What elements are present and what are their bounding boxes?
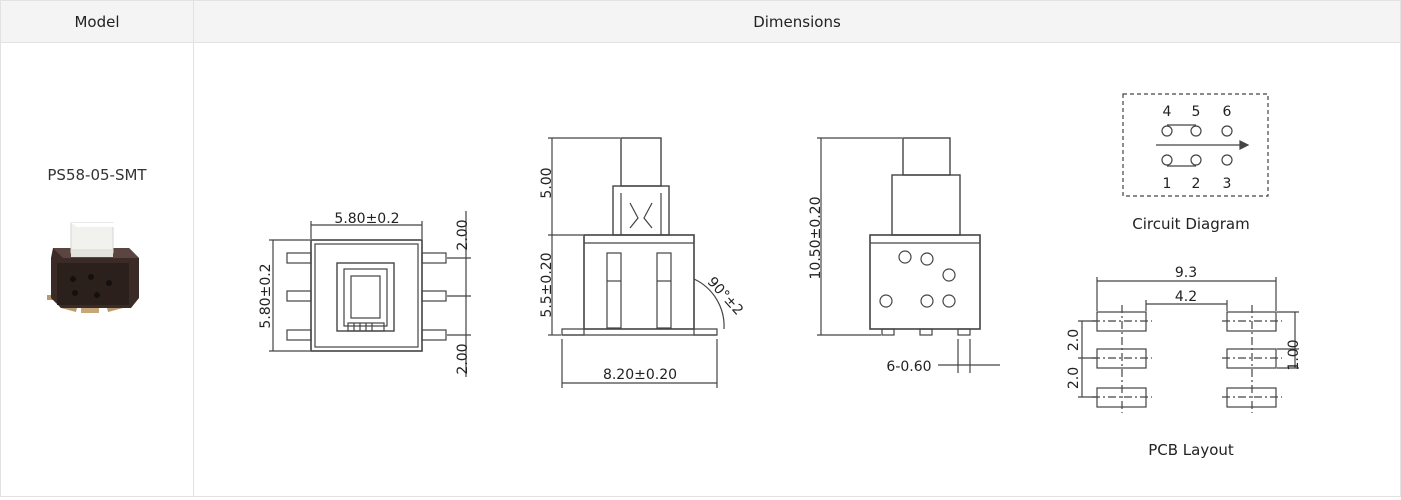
dimensions-column-header: Dimensions (194, 1, 1400, 43)
front-view-angle-label: 90°±2 (704, 274, 746, 318)
top-view-top-pitch: 2.00 (455, 219, 471, 250)
pcb-pitch-bottom: 2.0 (1066, 367, 1082, 389)
front-view-stem-height: 5.00 (539, 167, 555, 198)
side-view-drawing (817, 137, 1000, 373)
dimensions-cell: 5.80±0.2 5.80±0.2 2.00 2.00 (194, 43, 1400, 496)
side-view-pin-label: 6-0.60 (886, 359, 931, 375)
model-name: PS58-05-SMT (47, 166, 147, 184)
front-view-drawing (548, 137, 725, 388)
pcb-width-outer: 9.3 (1175, 265, 1197, 281)
pcb-layout-title: PCB Layout (1148, 441, 1234, 459)
circuit-pin-2: 2 (1192, 176, 1201, 192)
model-cell: PS58-05-SMT (1, 43, 194, 496)
top-view-drawing (269, 211, 471, 377)
circuit-diagram-title: Circuit Diagram (1132, 215, 1249, 233)
pcb-layout (1078, 277, 1299, 413)
circuit-pin-5: 5 (1192, 104, 1201, 120)
pcb-pad-height: 1.00 (1286, 339, 1302, 370)
model-column-header: Model (1, 1, 194, 43)
top-view-height-label: 5.80±0.2 (258, 263, 274, 328)
circuit-pin-6: 6 (1223, 104, 1232, 120)
product-photo (47, 222, 139, 313)
pcb-pitch-top: 2.0 (1066, 329, 1082, 351)
front-view-body-height: 5.5±0.20 (539, 252, 555, 317)
circuit-pin-3: 3 (1223, 176, 1232, 192)
side-view-height-label: 10.50±0.20 (808, 197, 824, 280)
circuit-diagram (1122, 93, 1269, 197)
top-view-bottom-pitch: 2.00 (455, 343, 471, 374)
top-view-width-label: 5.80±0.2 (334, 211, 399, 227)
circuit-pin-1: 1 (1163, 176, 1172, 192)
front-view-width-label: 8.20±0.20 (603, 367, 677, 383)
pcb-width-inner: 4.2 (1175, 289, 1197, 305)
circuit-pin-4: 4 (1163, 104, 1172, 120)
